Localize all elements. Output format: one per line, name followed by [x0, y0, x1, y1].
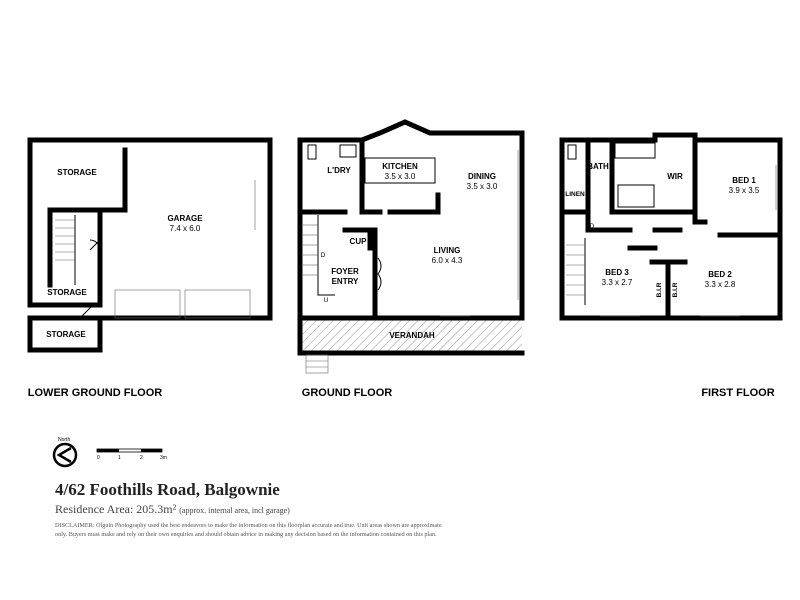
gf-wall-laundry: [359, 137, 383, 215]
listing-address: 4/62 Foothills Road, Balgownie: [55, 480, 280, 499]
room-storage-bottom: STORAGE: [46, 330, 86, 339]
room-bed2-dim: 3.3 x 2.8: [705, 280, 736, 289]
ground-floor-plan: L'DRY KITCHEN 3.5 x 3.0 DINING 3.5 x 3.0…: [297, 119, 525, 374]
north-compass: North: [52, 437, 78, 468]
room-linen: LINEN: [565, 191, 585, 198]
scale-tick-2: 2: [140, 455, 143, 461]
room-wir: WIR: [667, 172, 683, 181]
gf-verandah-edge: [297, 315, 525, 356]
laundry-tub: [339, 144, 357, 158]
room-laundry: L'DRY: [327, 166, 351, 175]
room-kitchen-dim: 3.5 x 3.0: [385, 172, 416, 181]
first-floor-plan: BATH LINEN WIR BED 1 3.9 x 3.5 D BED 3 3…: [559, 132, 783, 321]
scale-bar-seg-3: [141, 449, 162, 452]
scale-tick-1: 1: [118, 455, 121, 461]
ff-stair-down: D: [590, 223, 595, 230]
gf-stair-rail: [317, 215, 335, 296]
room-dining: DINING: [468, 172, 496, 181]
gf-wall-kitchen: [387, 192, 441, 215]
gf-wall-cup: [342, 227, 373, 251]
gf-stair-up: U: [324, 297, 329, 304]
room-storage-top: STORAGE: [57, 168, 97, 177]
room-kitchen: KITCHEN: [382, 162, 418, 171]
ff-wall-bed1: [692, 209, 708, 225]
gf-stair-treads: [303, 224, 318, 276]
room-foyer-line2: ENTRY: [332, 277, 359, 286]
kitchen-bench: [364, 157, 436, 184]
gf-wall-outer: [297, 119, 525, 321]
vanity: [617, 184, 655, 208]
room-bed1: BED 1: [732, 176, 756, 185]
room-bir-b: B.I.R: [672, 282, 679, 297]
compass-arrow-icon: [56, 446, 72, 464]
residence-area-note: (approx. internal area, incl garage): [179, 506, 290, 515]
room-garage: GARAGE: [167, 214, 203, 223]
lg-door-swing: [89, 239, 101, 251]
garage-door-1: [114, 289, 181, 319]
scale-bar: 0 1 2 3m: [96, 448, 167, 461]
room-bir-a: B.I.R: [656, 282, 663, 297]
room-bed1-dim: 3.9 x 3.5: [729, 186, 760, 195]
room-living-dim: 6.0 x 4.3: [432, 256, 463, 265]
residence-area: Residence Area: 205.3m² (approx. interna…: [55, 502, 290, 517]
label-ground-floor: GROUND FLOOR: [302, 387, 392, 399]
room-bed3: BED 3: [605, 268, 629, 277]
room-bed2: BED 2: [708, 270, 732, 279]
gf-stair-down: D: [321, 252, 326, 259]
lg-storage-door: [79, 305, 93, 319]
compass-label: North: [58, 437, 70, 443]
room-bed3-dim: 3.3 x 2.7: [602, 278, 633, 287]
lower-ground-floor-plan: STORAGE GARAGE 7.4 x 6.0 STORAGE STORAGE: [27, 137, 273, 353]
compass-circle-icon: [52, 442, 78, 468]
room-living: LIVING: [434, 246, 461, 255]
verandah-steps: [305, 354, 329, 374]
room-dining-dim: 3.5 x 3.0: [467, 182, 498, 191]
lg-wall-inner: [47, 147, 128, 288]
scale-tick-3: 3m: [160, 455, 167, 461]
room-garage-dim: 7.4 x 6.0: [170, 224, 201, 233]
ff-wall-wir: [609, 137, 698, 215]
label-first-floor: FIRST FLOOR: [701, 387, 774, 399]
ff-toilet: [567, 144, 577, 160]
residence-area-label: Residence Area: 205.3m²: [55, 502, 177, 516]
bath-tub: [614, 142, 656, 159]
garage-door-2: [184, 289, 251, 319]
room-bath: BATH: [587, 162, 609, 171]
label-lower-ground-floor: LOWER GROUND FLOOR: [28, 387, 162, 399]
room-verandah: VERANDAH: [389, 331, 435, 340]
lg-storage-box: [27, 315, 103, 353]
gf-bifold-door: [377, 257, 382, 291]
verandah-hatch: [300, 318, 522, 353]
room-foyer-line1: FOYER: [331, 267, 359, 276]
ff-stair-treads: [566, 244, 585, 296]
disclaimer: DISCLAIMER: Olguin Photography used the …: [55, 522, 442, 538]
toilet: [307, 144, 317, 160]
scale-bar-seg-1: [97, 449, 119, 452]
room-storage-mid: STORAGE: [47, 288, 87, 297]
room-cup: CUP: [350, 237, 368, 246]
scale-tick-0: 0: [97, 455, 100, 461]
lg-stair-treads: [55, 219, 75, 261]
ff-wall-bath: [585, 137, 633, 233]
